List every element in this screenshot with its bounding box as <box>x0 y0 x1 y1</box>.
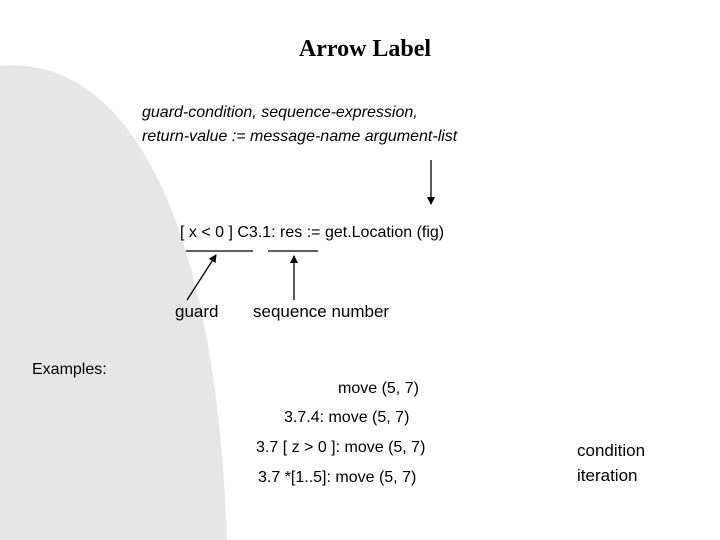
example-item: 3.7 [ z > 0 ]: move (5, 7) <box>256 439 426 456</box>
example-item: 3.7 *[1..5]: move (5, 7) <box>258 469 417 486</box>
slide-title: Arrow Label <box>298 36 432 62</box>
example-item: move (5, 7) <box>338 380 419 397</box>
sequence-number-label: sequence number <box>253 302 390 321</box>
syntax-line-1: guard-condition, sequence-expression, <box>142 104 418 121</box>
syntax-line-2: return-value := message-name argument-li… <box>142 128 458 145</box>
iteration-note: iteration <box>577 466 638 485</box>
example-arrow-label: [ x < 0 ] C3.1: res := get.Location (fig… <box>180 224 445 241</box>
examples-heading: Examples: <box>32 361 107 378</box>
guard-arrow <box>186 254 217 301</box>
example-item: 3.7.4: move (5, 7) <box>284 409 410 426</box>
condition-note: condition <box>577 441 646 460</box>
guard-label: guard <box>175 302 219 321</box>
